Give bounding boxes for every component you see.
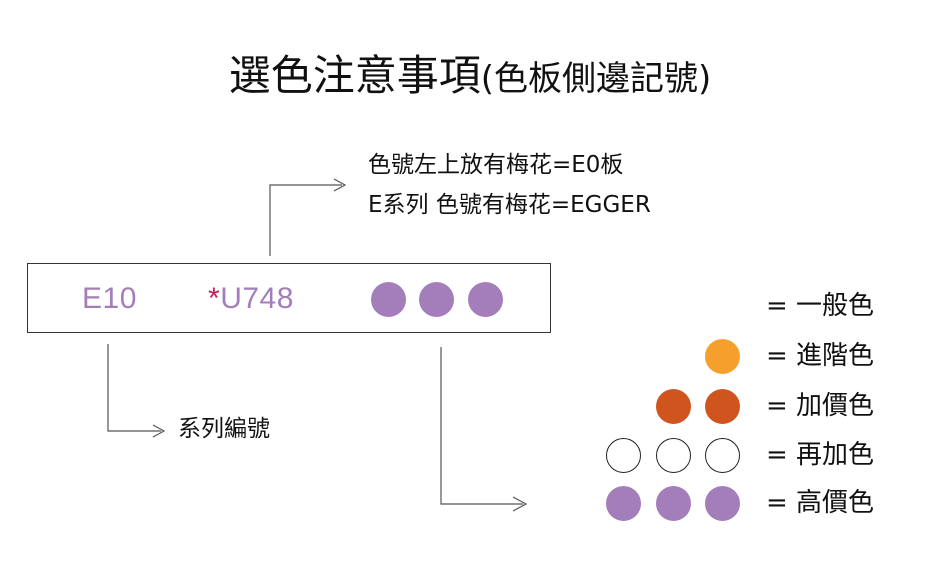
legend-dot-surcharge-1 [656, 389, 691, 424]
legend-dot-surcharge-2 [705, 389, 740, 424]
color-code-text: U748 [220, 282, 294, 315]
board-dot-2 [419, 282, 454, 317]
legend-dot-extra-3 [705, 438, 740, 473]
note-line-2: E系列 色號有梅花=EGGER [368, 192, 651, 218]
legend-text-advanced: = 進階色 [766, 341, 875, 371]
series-callout-line [107, 344, 161, 432]
title-paren: (色板側邊記號) [480, 59, 712, 99]
top-callout-arrow [333, 178, 347, 192]
series-label: 系列編號 [178, 416, 270, 442]
board-dot-3 [468, 282, 503, 317]
dots-callout-arrow [512, 496, 528, 512]
note-line-1: 色號左上放有梅花=E0板 [368, 152, 624, 178]
series-code: E10 [82, 282, 137, 315]
page-title: 選色注意事項(色板側邊記號) [0, 48, 940, 107]
legend-text-surcharge: = 加價色 [766, 391, 875, 421]
dots-callout-line [440, 347, 523, 505]
title-main: 選色注意事項 [228, 51, 481, 100]
color-code: *U748 [208, 280, 294, 318]
legend-dot-advanced-1 [705, 339, 740, 374]
top-callout-line [269, 184, 342, 256]
legend-text-extra: = 再加色 [766, 440, 875, 470]
star-mark: * [208, 282, 221, 315]
series-callout-arrow [152, 424, 166, 438]
legend-dot-premium-2 [656, 486, 691, 521]
board-dot-1 [371, 282, 406, 317]
legend-dot-extra-1 [606, 438, 641, 473]
legend-dot-premium-3 [705, 486, 740, 521]
legend-text-regular: = 一般色 [766, 291, 875, 321]
legend-text-premium: = 高價色 [766, 488, 875, 518]
legend-dot-premium-1 [606, 486, 641, 521]
legend-dot-extra-2 [656, 438, 691, 473]
sample-board [27, 263, 551, 333]
